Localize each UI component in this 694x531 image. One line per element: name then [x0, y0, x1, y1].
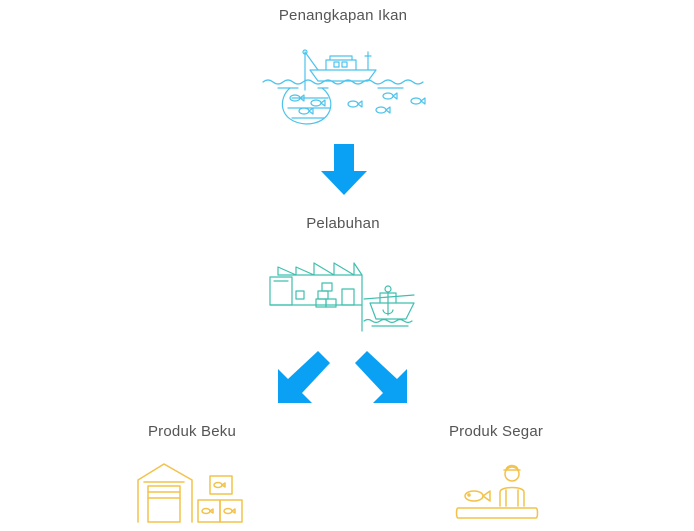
fish-vendor-icon — [452, 462, 542, 524]
fishing-boat-net-icon — [258, 48, 428, 128]
stage-label-frozen: Produk Beku — [147, 423, 237, 440]
stage-label-fishing: Penangkapan Ikan — [278, 7, 408, 24]
arrow-down-icon — [320, 144, 368, 196]
arrow-down-left-icon — [278, 351, 332, 405]
stage-label-port: Pelabuhan — [306, 215, 380, 232]
stage-label-fresh: Produk Segar — [448, 423, 544, 440]
port-factory-ship-icon — [268, 255, 418, 335]
arrow-down-right-icon — [355, 351, 409, 405]
cold-storage-boxes-icon — [136, 462, 246, 524]
